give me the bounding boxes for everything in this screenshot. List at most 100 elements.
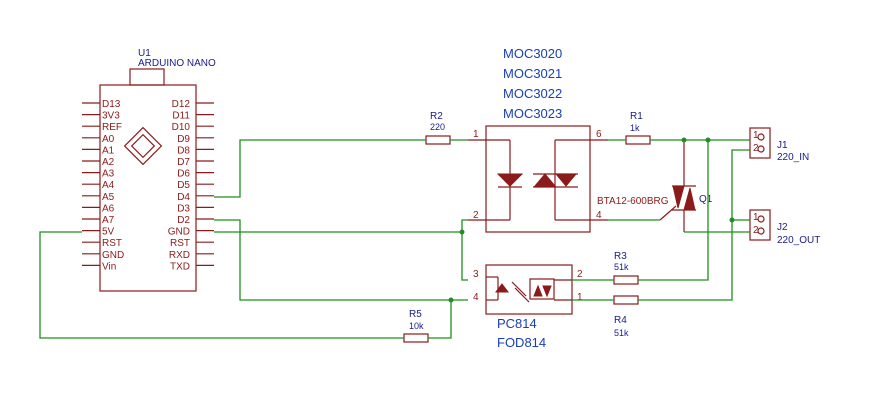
arduino-pin-label-d9: D9	[177, 134, 190, 145]
moc-triac-icon	[533, 173, 557, 187]
arduino-pin-label-d6: D6	[177, 169, 190, 180]
arduino-pin-label-rxd: RXD	[169, 250, 190, 261]
arduino-pin-label-a5: A5	[102, 192, 115, 203]
mcu-chip-inner	[130, 133, 156, 159]
arduino-nano-symbol: U1 ARDUINO NANO D133V3REFA0A1A2A3A4A5A6A…	[82, 48, 216, 292]
mcu-chip-outline	[123, 126, 163, 166]
r1-body	[625, 135, 651, 145]
r5-ref: R5	[409, 309, 422, 320]
resistor-r4: R4 51k	[613, 295, 639, 338]
arduino-pin-label-a1: A1	[102, 145, 115, 156]
resistor-r3: R3 51k	[613, 251, 639, 285]
resistor-r5: R5 10k	[403, 309, 429, 343]
pc814-pin-4: 4	[473, 292, 479, 303]
arduino-pin-label-a7: A7	[102, 215, 115, 226]
arduino-pin-label-a2: A2	[102, 157, 115, 168]
junction-dot	[459, 229, 465, 235]
j1-value: 220_IN	[777, 152, 809, 163]
moc-name-3: MOC3022	[503, 86, 562, 101]
pc814-pin-3: 3	[473, 269, 479, 280]
wire-r3-j1	[638, 140, 709, 281]
wire-j1-r4	[638, 149, 750, 301]
j1-body	[749, 127, 771, 159]
arduino-pin-label-a6: A6	[102, 203, 115, 214]
arduino-pin-label-gnd: GND	[168, 227, 190, 238]
j2-pin-2: 2	[753, 225, 759, 236]
arduino-pin-label-vin: Vin	[102, 261, 116, 272]
moc-name-4: MOC3023	[503, 106, 562, 121]
arduino-pin-label-d12: D12	[172, 99, 191, 110]
j2-pin-1: 1	[753, 212, 759, 223]
moc-name-2: MOC3021	[503, 66, 562, 81]
arduino-pin-label-rst: RST	[102, 238, 122, 249]
j1-pin-hole	[757, 133, 765, 141]
pc814-light-arrow	[511, 281, 527, 297]
junction-dot	[729, 217, 735, 223]
pc814-name-2: FOD814	[497, 335, 546, 350]
wire-d2-pc814-4	[214, 219, 468, 301]
moc-optotriac-symbol: MOC3020 MOC3021 MOC3022 MOC3023 1 2 6 4	[468, 46, 608, 233]
junction-dot	[681, 137, 687, 143]
r1-value: 1k	[630, 123, 640, 133]
pc814-pin-1: 1	[577, 292, 583, 303]
r2-ref: R2	[430, 111, 443, 122]
arduino-body	[99, 84, 197, 292]
wire-gnd-pc814-3	[461, 232, 468, 281]
moc-name-1: MOC3020	[503, 46, 562, 61]
moc-pin-4: 4	[596, 210, 602, 221]
q1-triac-icon	[672, 185, 685, 209]
pc814-light-arrow	[514, 287, 530, 303]
arduino-pin-label-d10: D10	[172, 122, 191, 133]
r4-body	[613, 295, 639, 305]
arduino-pin-label-gnd: GND	[102, 250, 124, 261]
junction-dot	[448, 297, 454, 303]
q1-gate	[659, 205, 677, 221]
arduino-pin-label-txd: TXD	[170, 261, 190, 272]
arduino-pin-label-d8: D8	[177, 145, 190, 156]
moc-pin-6: 6	[596, 129, 602, 140]
q1-value: BTA12-600BRG	[597, 196, 669, 207]
wire-r5-node	[428, 300, 452, 339]
arduino-pin-label-5v: 5V	[102, 227, 115, 238]
arduino-pin-label-d11: D11	[172, 111, 190, 122]
arduino-pin-label-d2: D2	[177, 215, 190, 226]
arduino-pin-label-d7: D7	[177, 157, 190, 168]
r4-ref: R4	[614, 315, 627, 326]
moc-body	[485, 125, 591, 233]
arduino-pin-label-ref: REF	[102, 122, 122, 133]
r5-body	[403, 333, 429, 343]
r2-body	[425, 135, 451, 145]
r1-ref: R1	[630, 111, 643, 122]
arduino-pin-label-3v3: 3V3	[102, 111, 120, 122]
j2-value: 220_OUT	[777, 235, 820, 246]
u1-ref: U1	[138, 48, 151, 59]
q1-ref: Q1	[699, 194, 713, 205]
pc814-diode-icon	[542, 285, 552, 298]
j1-pin-hole	[757, 145, 765, 153]
r3-body	[613, 275, 639, 285]
arduino-pin-label-d5: D5	[177, 180, 190, 191]
arduino-pin-label-a0: A0	[102, 134, 115, 145]
wire-gnd-moc2	[461, 219, 468, 232]
arduino-pin-label-a3: A3	[102, 169, 115, 180]
r2-value: 220	[430, 122, 445, 132]
connector-j1: 1 2 J1 220_IN	[749, 127, 809, 163]
arduino-pin-label-a4: A4	[102, 180, 115, 191]
resistor-r1: R1 1k	[625, 111, 651, 145]
arduino-pin-label-d3: D3	[177, 203, 190, 214]
pc814-diode-icon	[533, 284, 543, 297]
u1-value: ARDUINO NANO	[138, 58, 216, 69]
moc-pin-1: 1	[473, 129, 479, 140]
pc814-detector-box	[529, 278, 555, 300]
pc814-optocoupler-symbol: 3 4 2 1 PC814 FOD814	[473, 264, 583, 350]
j2-ref: J2	[777, 222, 788, 233]
j1-pin-1: 1	[753, 130, 759, 141]
moc-triac-icon	[554, 173, 578, 187]
connector-j2: 1 2 J2 220_OUT	[749, 209, 820, 246]
wires	[39, 137, 750, 339]
q1-triac-icon	[683, 187, 696, 211]
pc814-pin-2: 2	[577, 269, 583, 280]
